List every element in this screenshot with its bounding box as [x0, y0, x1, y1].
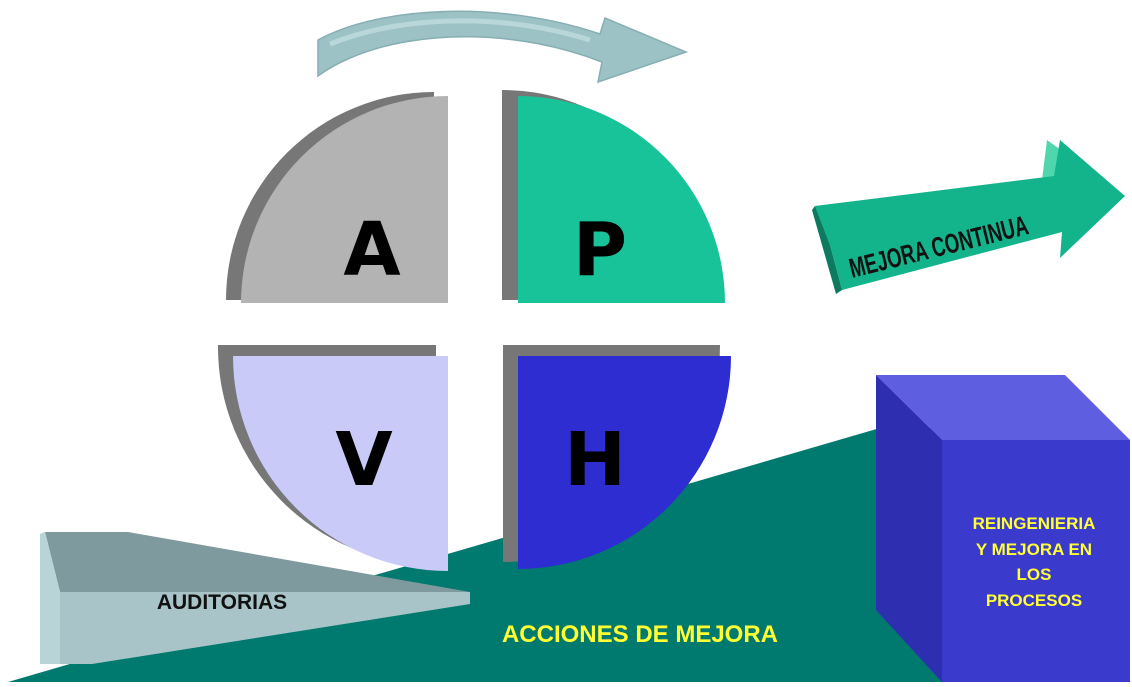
- quadrant-a-letter: A: [343, 207, 400, 293]
- reengineering-line-1: REINGENIERIA: [973, 514, 1096, 533]
- continuous-arrow-body: [815, 140, 1125, 290]
- reengineering-line-3: LOS: [1017, 565, 1052, 584]
- reengineering-box-side: [876, 375, 942, 682]
- reengineering-box: REINGENIERIA Y MEJORA EN LOS PROCESOS: [876, 375, 1130, 682]
- quadrant-a-shape: [241, 96, 448, 303]
- cycle-arrow: [317, 10, 689, 84]
- quadrant-h-letter: H: [564, 417, 626, 503]
- quadrant-p-shape: [518, 96, 725, 303]
- audit-box-face: [60, 592, 470, 664]
- continuous-improvement-arrow: MEJORA CONTINUA: [812, 140, 1125, 294]
- quadrant-p: P: [502, 90, 725, 303]
- pdca-circle: A P V H: [217, 90, 731, 571]
- quadrant-v-shape: [233, 356, 448, 571]
- reengineering-line-2: Y MEJORA EN: [976, 540, 1092, 559]
- continuous-arrow-shadow: [812, 206, 842, 294]
- quadrant-a: A: [226, 92, 448, 303]
- ramp-label: ACCIONES DE MEJORA: [502, 621, 778, 648]
- audit-box-top: [45, 532, 470, 592]
- audit-box-front: [40, 532, 60, 664]
- quadrant-v: V: [217, 345, 448, 571]
- reengineering-line-4: PROCESOS: [986, 591, 1082, 610]
- audit-box: AUDITORIAS: [40, 532, 470, 664]
- quadrant-v-letter: V: [335, 417, 392, 503]
- reengineering-box-front: [942, 440, 1130, 682]
- cycle-arrow-highlight: [329, 18, 591, 47]
- reengineering-box-top: [876, 375, 1130, 440]
- quadrant-h: H: [503, 345, 731, 569]
- audit-label: AUDITORIAS: [157, 591, 287, 614]
- cycle-arrow-shape: [317, 10, 689, 84]
- quadrant-p-letter: P: [573, 207, 627, 293]
- quadrant-h-shape: [518, 356, 731, 569]
